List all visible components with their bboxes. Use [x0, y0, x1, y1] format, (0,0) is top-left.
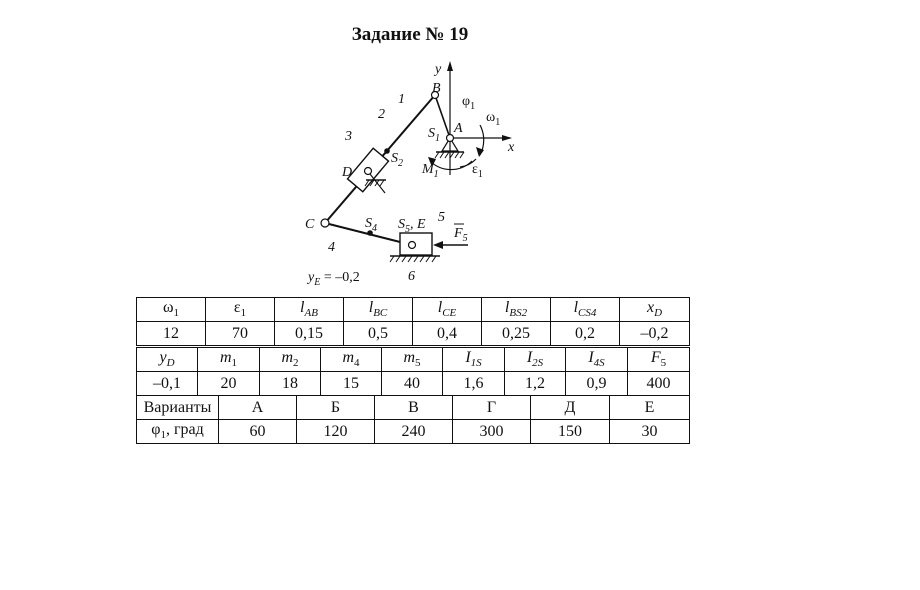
variant-d: Д [530, 395, 610, 420]
label-s2: S2 [391, 151, 403, 169]
header-lcs4: lCS4 [550, 297, 620, 322]
value-lab: 0,15 [274, 321, 344, 346]
value-i2s: 1,2 [504, 371, 566, 396]
joint-b [430, 90, 440, 100]
angle-a: 60 [218, 419, 297, 444]
variant-g: Г [452, 395, 531, 420]
label-n1: 1 [398, 92, 405, 107]
table-2-header-row: yD m1 m2 m4 m5 I1S I2S I4S F5 [136, 347, 690, 372]
header-lce: lCE [412, 297, 482, 322]
label-f5: F5 [453, 226, 468, 244]
variant-b: Б [296, 395, 375, 420]
value-m1: 20 [197, 371, 260, 396]
row-label-variants: Варианты [136, 395, 219, 420]
header-m4: m4 [320, 347, 382, 372]
table-1-header-row: ω1 ε1 lAB lBC lCE lBS2 lCS4 xD [136, 297, 690, 322]
row-label-phi1: φ1, град [136, 419, 219, 444]
angle-e: 30 [609, 419, 690, 444]
value-m5: 40 [381, 371, 443, 396]
header-m2: m2 [259, 347, 321, 372]
header-f5: F5 [627, 347, 690, 372]
value-lcs4: 0,2 [550, 321, 620, 346]
point-s4 [367, 230, 373, 236]
header-omega1: ω1 [136, 297, 206, 322]
label-n4: 4 [328, 240, 335, 255]
variant-a: А [218, 395, 297, 420]
value-i1s: 1,6 [442, 371, 505, 396]
angles-row: φ1, град 60 120 240 300 150 30 [136, 419, 690, 444]
value-omega1: 12 [136, 321, 206, 346]
value-f5: 400 [627, 371, 690, 396]
mechanism-diagram: y x B A S1 φ1 ω1 ε1 M1 1 2 3 D S2 C S4 4… [305, 61, 515, 288]
label-n2: 2 [378, 107, 385, 122]
angle-b: 120 [296, 419, 375, 444]
rotation-arcs [428, 124, 485, 171]
value-lbc: 0,5 [343, 321, 413, 346]
label-s5e: S5, E [398, 217, 426, 235]
angle-g: 300 [452, 419, 531, 444]
angle-v: 240 [374, 419, 453, 444]
header-lbc: lBC [343, 297, 413, 322]
label-c: C [305, 217, 315, 232]
header-eps1: ε1 [205, 297, 275, 322]
parameters-table-1: ω1 ε1 lAB lBC lCE lBS2 lCS4 xD 12 70 0,1… [136, 297, 690, 346]
header-m5: m5 [381, 347, 443, 372]
label-s4: S4 [365, 216, 377, 234]
label-s1: S1 [428, 126, 440, 144]
label-y-axis: y [433, 62, 442, 77]
label-n6: 6 [408, 269, 415, 284]
value-xd: –0,2 [619, 321, 690, 346]
label-n5: 5 [438, 210, 445, 225]
support-a [434, 136, 465, 159]
force-f5-arrow [433, 241, 468, 249]
value-m2: 18 [259, 371, 321, 396]
value-yd: –0,1 [136, 371, 198, 396]
value-m4: 15 [320, 371, 382, 396]
header-i4s: I4S [565, 347, 628, 372]
joint-c [320, 218, 330, 228]
joint-d [363, 166, 373, 176]
label-phi1: φ1 [462, 94, 475, 112]
label-n3: 3 [344, 129, 352, 144]
variant-e: Е [609, 395, 690, 420]
label-b: B [432, 81, 441, 96]
header-i2s: I2S [504, 347, 566, 372]
point-s2 [384, 148, 390, 154]
header-xd: xD [619, 297, 690, 322]
value-lbs2: 0,25 [481, 321, 551, 346]
parameters-table-2: yD m1 m2 m4 m5 I1S I2S I4S F5 –0,1 20 18… [136, 347, 690, 396]
label-omega1: ω1 [486, 110, 500, 128]
label-ye: yE = –0,2 [306, 270, 360, 288]
label-x-axis: x [507, 140, 515, 155]
angle-d: 150 [530, 419, 610, 444]
joint-a [445, 133, 455, 143]
coordinate-axes [447, 61, 512, 175]
table-1-value-row: 12 70 0,15 0,5 0,4 0,25 0,2 –0,2 [136, 321, 690, 346]
value-i4s: 0,9 [565, 371, 628, 396]
support-d [364, 173, 386, 194]
value-lce: 0,4 [412, 321, 482, 346]
header-i1s: I1S [442, 347, 505, 372]
header-lab: lAB [274, 297, 344, 322]
variant-v: В [374, 395, 453, 420]
slider-5 [389, 232, 440, 263]
label-d: D [341, 165, 352, 180]
table-2-value-row: –0,1 20 18 15 40 1,6 1,2 0,9 400 [136, 371, 690, 396]
label-eps1: ε1 [472, 162, 483, 180]
label-a: A [453, 121, 463, 136]
link-1-crank [434, 94, 451, 139]
label-m1: M1 [421, 162, 439, 180]
header-lbs2: lBS2 [481, 297, 551, 322]
task-title: Задание № 19 [351, 24, 469, 45]
joint-e [407, 240, 417, 250]
header-yd: yD [136, 347, 198, 372]
variants-table: Варианты А Б В Г Д Е φ1, град 60 120 240… [136, 395, 690, 444]
value-eps1: 70 [205, 321, 275, 346]
variants-row: Варианты А Б В Г Д Е [136, 395, 690, 420]
header-m1: m1 [197, 347, 260, 372]
